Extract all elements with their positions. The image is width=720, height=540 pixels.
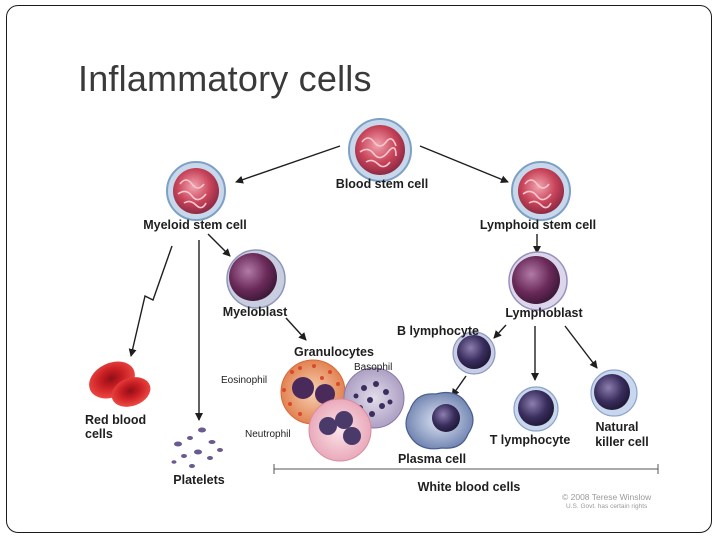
label-natural-killer-line2: killer cell xyxy=(595,435,649,449)
t-lymphocyte-cell xyxy=(513,386,559,432)
blood-stem-cell xyxy=(348,118,412,182)
platelets xyxy=(171,427,223,468)
red-blood-cells xyxy=(89,361,151,407)
label-red-blood-cells-line1: Red blood xyxy=(85,413,146,427)
label-lymphoid-stem-cell: Lymphoid stem cell xyxy=(480,218,596,232)
lymphoid-stem-cell xyxy=(511,161,571,221)
label-t-lymphocyte: T lymphocyte xyxy=(490,433,571,447)
b-lymphocyte-cell xyxy=(452,331,496,375)
neutrophil-cell xyxy=(308,398,372,462)
arrow-myeloid-to-myeloblast xyxy=(207,233,231,257)
label-platelets: Platelets xyxy=(173,473,224,487)
arrow-lymphoblast-to-nk xyxy=(564,325,598,369)
arrow-myeloblast-to-granulocytes xyxy=(285,317,307,341)
lymphoblast-cell xyxy=(508,251,568,311)
label-basophil: Basophil xyxy=(354,362,392,373)
label-granulocytes: Granulocytes xyxy=(294,345,374,359)
credit-line2: U.S. Govt. has certain rights xyxy=(566,503,648,510)
label-plasma-cell: Plasma cell xyxy=(398,452,466,466)
myeloblast-cell xyxy=(226,249,286,309)
label-natural-killer-line1: Natural xyxy=(595,420,638,434)
label-eosinophil: Eosinophil xyxy=(221,375,267,386)
arrow-lymphoblast-to-blymph xyxy=(493,324,507,339)
arrow-myeloid-to-rbc xyxy=(128,245,173,357)
arrows xyxy=(128,145,598,421)
label-lymphoblast: Lymphoblast xyxy=(505,306,583,320)
arrow-blymph-to-plasma xyxy=(451,375,467,397)
label-b-lymphocyte: B lymphocyte xyxy=(397,324,479,338)
plasma-cell xyxy=(405,391,474,450)
credit-line1: © 2008 Terese Winslow xyxy=(562,492,652,502)
label-blood-stem-cell: Blood stem cell xyxy=(336,177,428,191)
label-neutrophil: Neutrophil xyxy=(245,429,291,440)
label-myeloid-stem-cell: Myeloid stem cell xyxy=(143,218,247,232)
slide-title: Inflammatory cells xyxy=(78,58,372,99)
white-blood-cells-bracket xyxy=(273,464,659,474)
label-red-blood-cells-line2: cells xyxy=(85,427,113,441)
label-myeloblast: Myeloblast xyxy=(223,305,288,319)
label-white-blood-cells: White blood cells xyxy=(418,480,521,494)
arrow-stem-to-myeloid xyxy=(235,145,341,184)
myeloid-stem-cell xyxy=(166,161,226,221)
natural-killer-cell xyxy=(590,369,638,417)
arrow-stem-to-lymphoid xyxy=(419,145,509,184)
